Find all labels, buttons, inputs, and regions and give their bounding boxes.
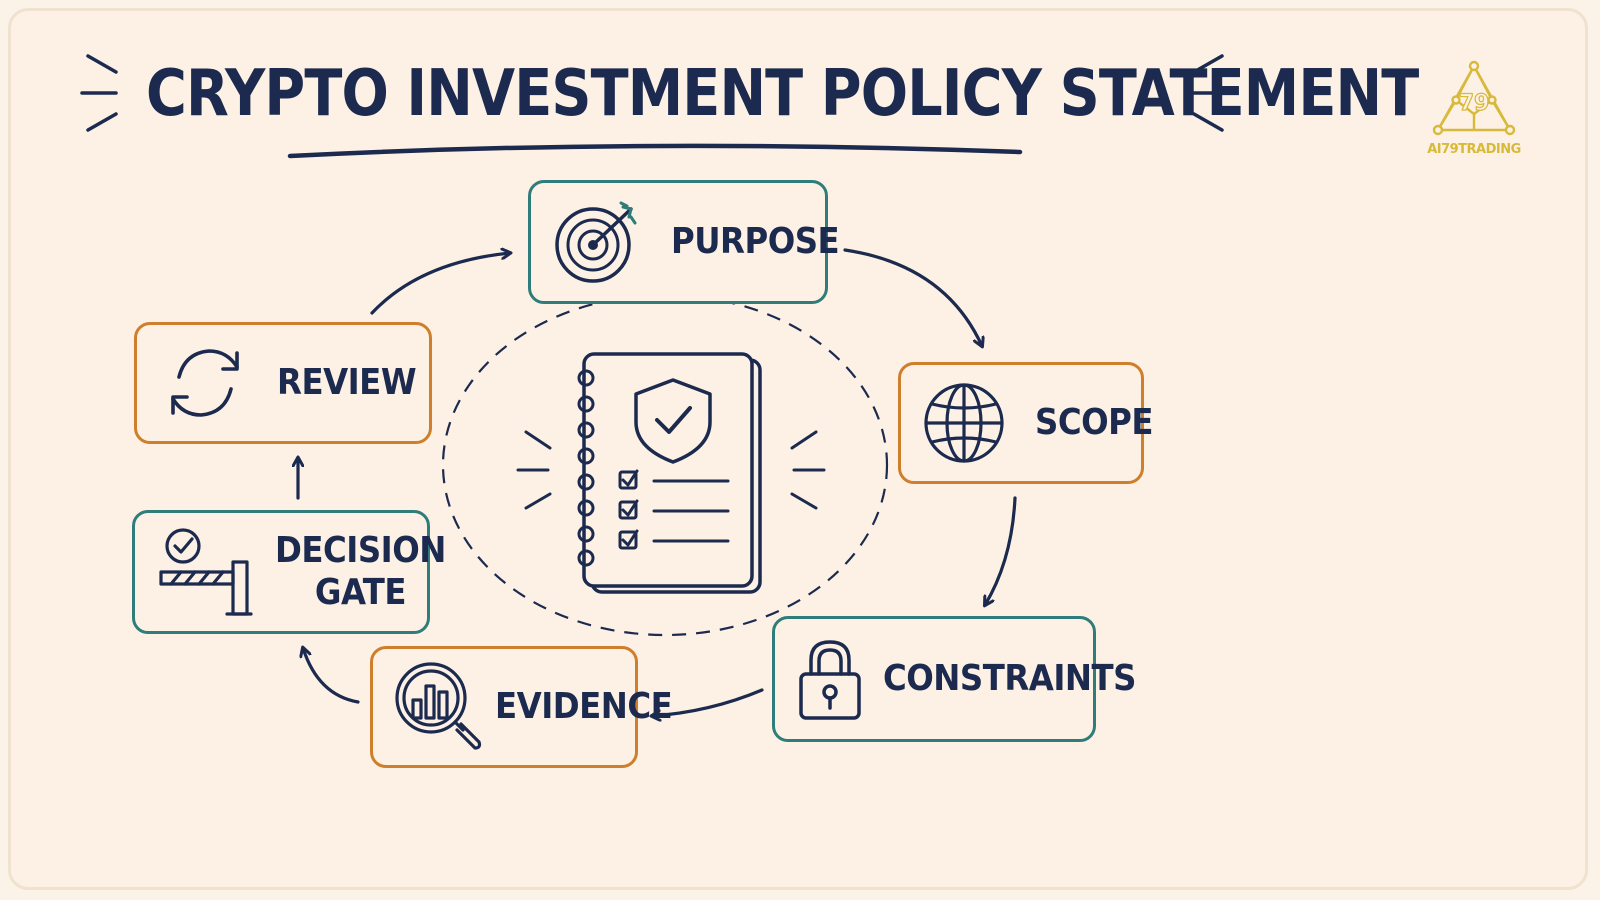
step-purpose-label: PURPOSE (671, 221, 840, 262)
magnifier-chart-icon (393, 660, 485, 754)
step-scope-label: SCOPE (1035, 402, 1153, 443)
cycle-dashed-ring (441, 293, 889, 637)
logo-mark: 79 (1459, 91, 1490, 116)
triangle-network-logo: 79 (1432, 60, 1516, 136)
refresh-cycle-icon (165, 343, 245, 423)
policy-notebook-shield-checklist-icon (516, 352, 826, 594)
step-evidence: EVIDENCE (370, 646, 673, 768)
step-decision-gate-label-line1: DECISION (275, 530, 446, 571)
logo-text: AI79TRADING (1427, 142, 1521, 157)
globe-icon (923, 382, 1005, 464)
slide-frame (8, 8, 1588, 890)
title-left-burst (80, 54, 118, 132)
step-scope: SCOPE (898, 362, 1153, 484)
brand-logo: 79 AI79TRADING (1422, 60, 1526, 160)
step-review: REVIEW (134, 322, 432, 444)
padlock-icon (797, 636, 863, 722)
arrow-constraints-to-evidence (652, 688, 764, 716)
step-decision-gate: DECISION GATE (132, 510, 446, 634)
arrow-evidence-to-decision-gate (303, 648, 360, 704)
arrow-scope-to-constraints (985, 496, 1017, 605)
step-evidence-label: EVIDENCE (495, 686, 673, 727)
page-title: CRYPTO INVESTMENT POLICY STATEMENT (146, 57, 1419, 131)
target-icon (551, 197, 641, 287)
arrow-review-to-purpose (370, 253, 510, 315)
title-underline (287, 143, 1023, 159)
arrow-purpose-to-scope (843, 248, 982, 346)
step-constraints: CONSTRAINTS (772, 616, 1136, 742)
step-decision-gate-label: DECISION GATE (275, 530, 446, 614)
step-review-label: REVIEW (277, 362, 417, 403)
step-constraints-label: CONSTRAINTS (883, 658, 1136, 699)
gate-barrier-icon (157, 524, 255, 620)
step-purpose: PURPOSE (528, 180, 840, 304)
title-right-burst (1192, 54, 1230, 132)
step-decision-gate-label-line2: GATE (314, 572, 407, 613)
